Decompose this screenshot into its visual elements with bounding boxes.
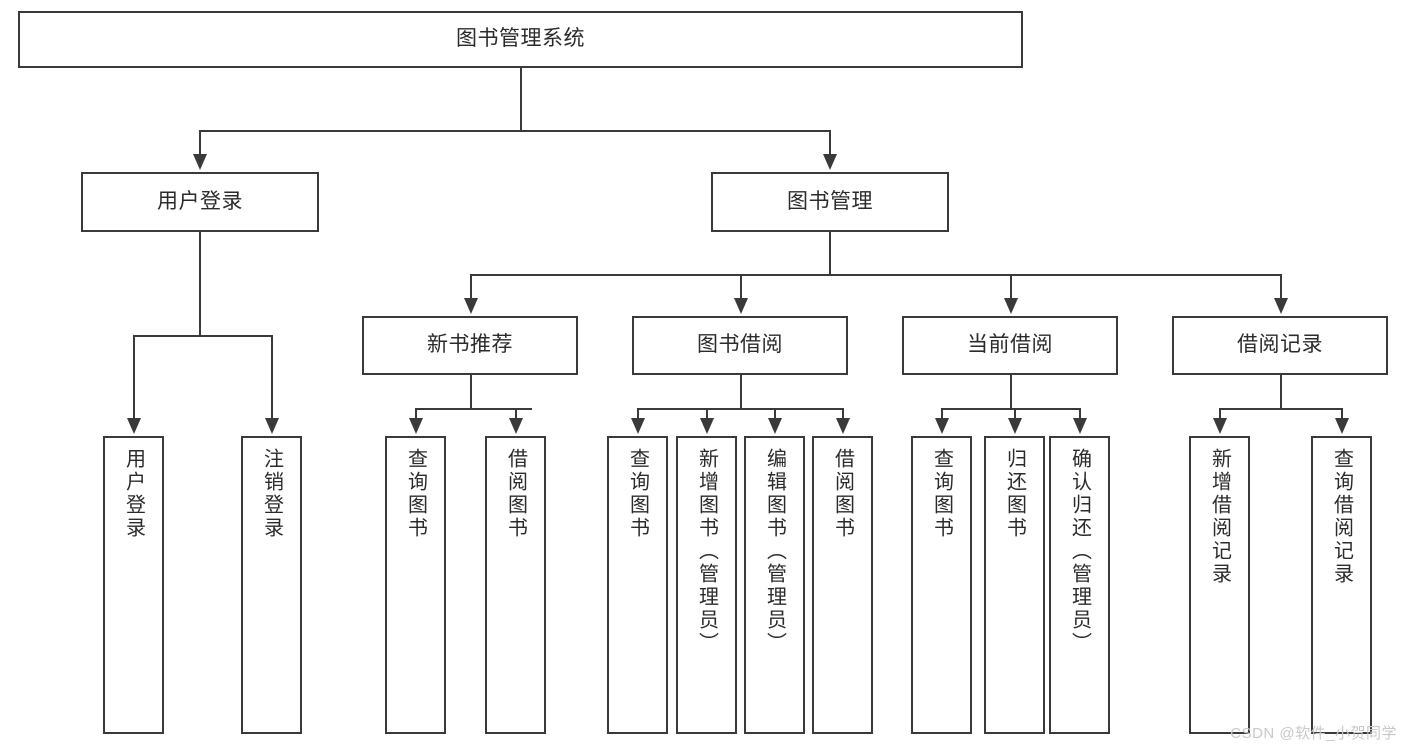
node-root-system[interactable]: 图书管理系统 bbox=[18, 11, 1023, 68]
node-label: 借阅图书 bbox=[831, 448, 854, 540]
node-leaf-query-book-1[interactable]: 查询图书 bbox=[385, 436, 446, 734]
connector-user-login-child-2 bbox=[271, 335, 273, 420]
node-leaf-edit-book[interactable]: 编辑图书（管理员） bbox=[744, 436, 805, 734]
node-label: 编辑图书（管理员） bbox=[763, 448, 786, 655]
connector-book-manage-child-3 bbox=[1010, 274, 1012, 300]
connector-user-login-child-1 bbox=[133, 335, 135, 420]
arrowhead-leaf-query-book-2 bbox=[631, 418, 645, 434]
connector-current-borrow-bar bbox=[941, 408, 1080, 410]
node-leaf-borrow-book-1[interactable]: 借阅图书 bbox=[485, 436, 546, 734]
connector-current-borrow-child-3 bbox=[1079, 408, 1081, 420]
arrowhead-leaf-query-book-1 bbox=[409, 418, 423, 434]
node-label: 图书管理 bbox=[787, 189, 873, 213]
arrowhead-leaf-borrow-book-2 bbox=[836, 418, 850, 434]
node-label: 当前借阅 bbox=[967, 333, 1053, 357]
connector-book-manage-child-2 bbox=[740, 274, 742, 300]
node-label: 查询图书 bbox=[626, 448, 649, 540]
node-label: 借阅记录 bbox=[1237, 333, 1323, 357]
connector-book-borrow-child-4 bbox=[842, 408, 844, 420]
connector-borrow-record-stem bbox=[1280, 375, 1282, 408]
connector-book-manage-child-4 bbox=[1280, 274, 1282, 300]
node-label: 查询图书 bbox=[404, 448, 427, 540]
node-leaf-query-book-3[interactable]: 查询图书 bbox=[911, 436, 972, 734]
arrowhead-leaf-add-book bbox=[700, 418, 714, 434]
arrowhead-leaf-user-login bbox=[127, 418, 141, 434]
arrowhead-leaf-return-book bbox=[1008, 418, 1022, 434]
connector-user-login-stem bbox=[199, 232, 201, 335]
node-leaf-query-record[interactable]: 查询借阅记录 bbox=[1311, 436, 1372, 734]
connector-root-to-book-manage bbox=[829, 130, 831, 156]
arrowhead-book-manage bbox=[823, 154, 837, 170]
arrowhead-current-borrow bbox=[1004, 298, 1018, 314]
node-label: 查询图书 bbox=[930, 448, 953, 540]
connector-new-book-rec-bar bbox=[415, 408, 532, 410]
node-label: 用户登录 bbox=[122, 448, 145, 540]
arrowhead-book-borrow bbox=[734, 298, 748, 314]
connector-book-manage-bar bbox=[470, 274, 1280, 276]
connector-book-borrow-bar bbox=[637, 408, 843, 410]
connector-book-borrow-child-3 bbox=[774, 408, 776, 420]
node-new-book-rec[interactable]: 新书推荐 bbox=[362, 316, 578, 375]
arrowhead-leaf-confirm-return bbox=[1073, 418, 1087, 434]
connector-book-borrow-child-1 bbox=[637, 408, 639, 420]
node-borrow-record[interactable]: 借阅记录 bbox=[1172, 316, 1388, 375]
node-leaf-logout[interactable]: 注销登录 bbox=[241, 436, 302, 734]
arrowhead-leaf-logout bbox=[265, 418, 279, 434]
node-label: 查询借阅记录 bbox=[1330, 448, 1353, 586]
connector-current-borrow-child-1 bbox=[941, 408, 943, 420]
arrowhead-leaf-query-book-3 bbox=[935, 418, 949, 434]
node-leaf-borrow-book-2[interactable]: 借阅图书 bbox=[812, 436, 873, 734]
node-label: 用户登录 bbox=[157, 189, 243, 213]
connector-current-borrow-child-2 bbox=[1014, 408, 1016, 420]
node-label: 图书管理系统 bbox=[456, 27, 585, 51]
connector-book-borrow-child-2 bbox=[706, 408, 708, 420]
connector-new-book-rec-child-2 bbox=[515, 408, 517, 420]
node-label: 借阅图书 bbox=[504, 448, 527, 540]
node-leaf-add-book[interactable]: 新增图书（管理员） bbox=[676, 436, 737, 734]
arrowhead-user-login bbox=[193, 154, 207, 170]
connector-borrow-record-child-2 bbox=[1341, 408, 1343, 420]
node-label: 注销登录 bbox=[260, 448, 283, 540]
connector-new-book-rec-stem bbox=[470, 375, 472, 408]
connector-user-login-bar bbox=[133, 335, 273, 337]
arrowhead-leaf-add-record bbox=[1213, 418, 1227, 434]
connector-borrow-record-child-1 bbox=[1219, 408, 1221, 420]
connector-current-borrow-stem bbox=[1010, 375, 1012, 408]
arrowhead-leaf-query-record bbox=[1335, 418, 1349, 434]
connector-book-manage-stem bbox=[829, 232, 831, 274]
node-user-login[interactable]: 用户登录 bbox=[81, 172, 319, 232]
node-label: 新增图书（管理员） bbox=[695, 448, 718, 655]
arrowhead-borrow-record bbox=[1274, 298, 1288, 314]
node-leaf-return-book[interactable]: 归还图书 bbox=[984, 436, 1045, 734]
connector-root-stem bbox=[520, 68, 522, 130]
connector-borrow-record-bar bbox=[1219, 408, 1342, 410]
node-label: 确认归还（管理员） bbox=[1068, 448, 1091, 655]
connector-new-book-rec-child-1 bbox=[415, 408, 417, 420]
node-label: 归还图书 bbox=[1003, 448, 1026, 540]
connector-root-bar bbox=[199, 130, 831, 132]
node-book-borrow[interactable]: 图书借阅 bbox=[632, 316, 848, 375]
arrowhead-new-book-rec bbox=[464, 298, 478, 314]
connector-root-to-user-login bbox=[199, 130, 201, 156]
node-leaf-user-login[interactable]: 用户登录 bbox=[103, 436, 164, 734]
node-label: 新书推荐 bbox=[427, 333, 513, 357]
connector-book-manage-child-1 bbox=[470, 274, 472, 300]
arrowhead-leaf-borrow-book-1 bbox=[509, 418, 523, 434]
connector-book-borrow-stem bbox=[740, 375, 742, 408]
node-current-borrow[interactable]: 当前借阅 bbox=[902, 316, 1118, 375]
node-label: 图书借阅 bbox=[697, 333, 783, 357]
node-leaf-query-book-2[interactable]: 查询图书 bbox=[607, 436, 668, 734]
node-leaf-add-record[interactable]: 新增借阅记录 bbox=[1189, 436, 1250, 734]
arrowhead-leaf-edit-book bbox=[768, 418, 782, 434]
node-leaf-confirm-return[interactable]: 确认归还（管理员） bbox=[1049, 436, 1110, 734]
node-label: 新增借阅记录 bbox=[1208, 448, 1231, 586]
node-book-manage[interactable]: 图书管理 bbox=[711, 172, 949, 232]
